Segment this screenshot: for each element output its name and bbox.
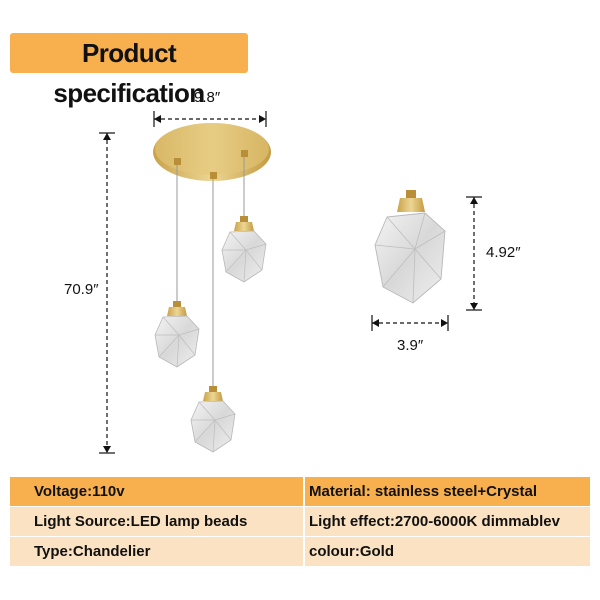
spec-row: Light Source:LED lamp beads Light effect… xyxy=(10,507,590,536)
spec-type: Type:Chandelier xyxy=(34,543,151,560)
overall-height-dimension-line xyxy=(99,132,115,454)
page-title: Product specification xyxy=(53,38,205,108)
detail-crystal-pendant xyxy=(374,190,446,304)
pendant-height-label: 4.92″ xyxy=(486,244,521,261)
canopy xyxy=(153,123,271,181)
cell-divider xyxy=(303,477,305,506)
spec-row: Type:Chandelier colour:Gold xyxy=(10,537,590,566)
overall-height-label: 70.9″ xyxy=(64,281,99,298)
product-illustration xyxy=(99,111,482,454)
cell-divider xyxy=(303,537,305,566)
spec-voltage: Voltage:110v xyxy=(34,483,125,500)
spec-table: Voltage:110v Material: stainless steel+C… xyxy=(10,475,590,567)
spec-row: Voltage:110v Material: stainless steel+C… xyxy=(10,477,590,506)
crystal-pendant xyxy=(190,386,236,453)
pendant-height-dimension-line xyxy=(466,196,482,311)
spec-colour: colour:Gold xyxy=(309,543,394,560)
pendant-width-dimension-line xyxy=(371,315,449,331)
crystal-pendant xyxy=(154,301,200,368)
spec-light-effect: Light effect:2700-6000K dimmablev xyxy=(309,513,560,530)
cell-divider xyxy=(303,507,305,536)
spec-light-source: Light Source:LED lamp beads xyxy=(34,513,248,530)
canopy-width-label: 9.8″ xyxy=(194,89,221,106)
canopy-width-dimension-line xyxy=(153,111,267,127)
spec-material: Material: stainless steel+Crystal xyxy=(309,483,538,500)
crystal-pendant xyxy=(221,216,267,283)
title-banner: Product specification xyxy=(10,33,248,108)
pendant-wires xyxy=(176,157,245,390)
pendant-width-label: 3.9″ xyxy=(397,337,424,354)
